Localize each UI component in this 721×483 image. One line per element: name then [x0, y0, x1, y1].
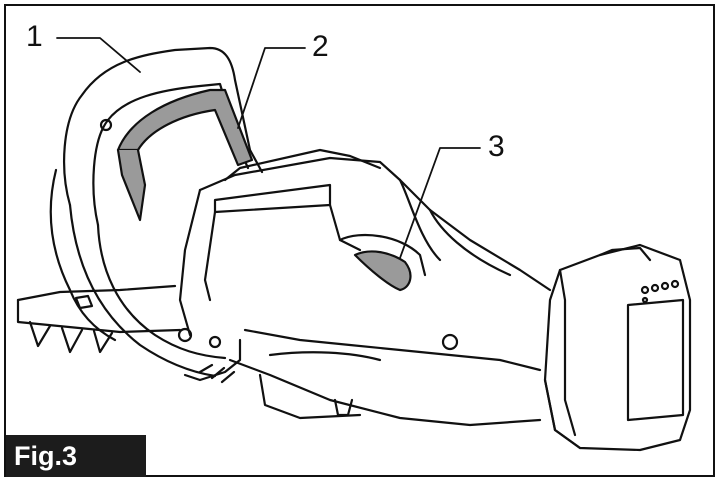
figure-label: Fig.3: [6, 435, 146, 477]
leader-line-1: [56, 37, 141, 73]
callout-number-3: 3: [488, 130, 505, 163]
leader-lines: [56, 37, 481, 259]
blade: [16, 284, 182, 354]
callout-number-1: 1: [26, 20, 43, 53]
front-handle: [49, 46, 264, 384]
leader-line-3: [399, 147, 481, 259]
main-body: [178, 148, 552, 427]
callout-number-2: 2: [312, 30, 329, 63]
battery-pack: [543, 243, 692, 452]
leader-line-2: [237, 47, 306, 129]
switch-trigger: [338, 233, 427, 292]
figure-frame: [4, 4, 715, 477]
grip-area: [116, 88, 254, 222]
